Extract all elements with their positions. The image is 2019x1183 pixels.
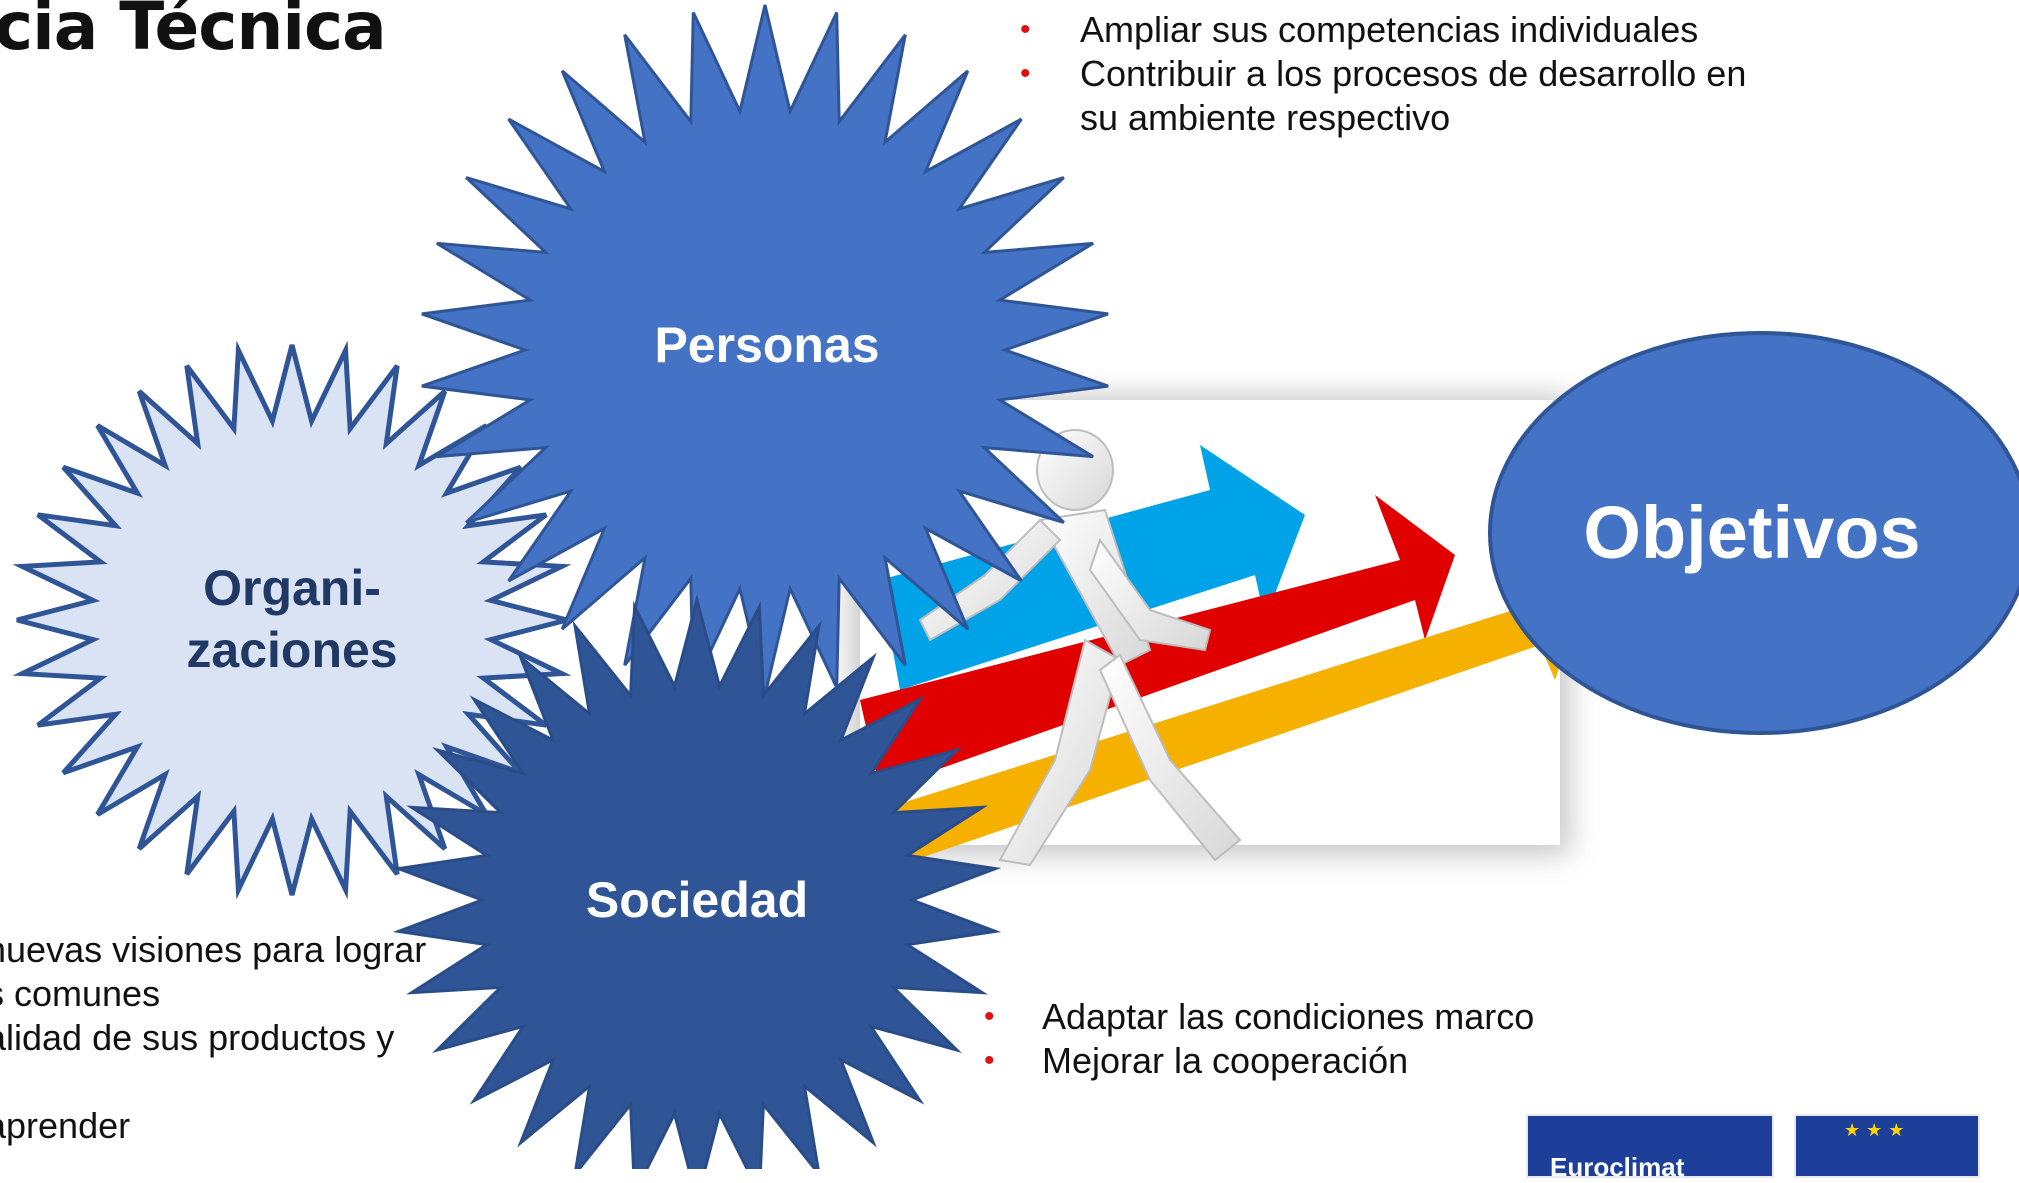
organizaciones-label-line1: Organi-	[203, 560, 381, 616]
sociedad-bullet-list: •Adaptar las condiciones marco •Mejorar …	[984, 995, 1762, 1083]
organizaciones-label-line2: zaciones	[186, 622, 397, 678]
personas-bullet-list: •Ampliar sus competencias individuales •…	[1020, 8, 1800, 140]
slide-title: cia Técnica	[0, 0, 387, 65]
walking-figure-icon	[918, 429, 1242, 867]
euroclimat-logo-text: Euroclimat	[1550, 1152, 1685, 1182]
list-item: •Ampliar sus competencias individuales	[1020, 9, 1699, 50]
euroclimat-logo: Euroclimat	[1526, 1114, 1774, 1182]
bullet-dot-icon: •	[984, 1044, 995, 1077]
list-item: alidad de sus productos y	[0, 1017, 395, 1058]
logo-strip: Euroclimat ★★★	[1512, 1106, 2019, 1182]
objetivos-label: Objetivos	[1583, 491, 1920, 574]
list-item: •Adaptar las condiciones marco	[984, 996, 1535, 1037]
list-item	[0, 1060, 456, 1104]
personas-label: Personas	[654, 317, 879, 373]
objetivos-ellipse	[1488, 331, 2019, 735]
sociedad-label: Sociedad	[586, 872, 808, 928]
eu-stars-icon: ★★★	[1844, 1120, 1911, 1140]
organizaciones-bullet-list: nuevas visiones para lograr s comunes al…	[0, 928, 456, 1148]
list-item: •Contribuir a los procesos de desarrollo…	[1020, 53, 1747, 94]
list-item-continuation: su ambiente respectivo	[1080, 97, 1451, 138]
bullet-dot-icon: •	[984, 1000, 995, 1033]
list-item: nuevas visiones para lograr	[0, 929, 427, 970]
sociedad-star	[392, 594, 1002, 1169]
list-item: aprender	[0, 1105, 131, 1146]
bullet-dot-icon: •	[1020, 13, 1031, 46]
eu-flag-logo: ★★★	[1794, 1114, 1980, 1178]
bullet-dot-icon: •	[1020, 57, 1031, 90]
list-item: s comunes	[0, 973, 161, 1014]
list-item: •Mejorar la cooperación	[984, 1040, 1409, 1081]
